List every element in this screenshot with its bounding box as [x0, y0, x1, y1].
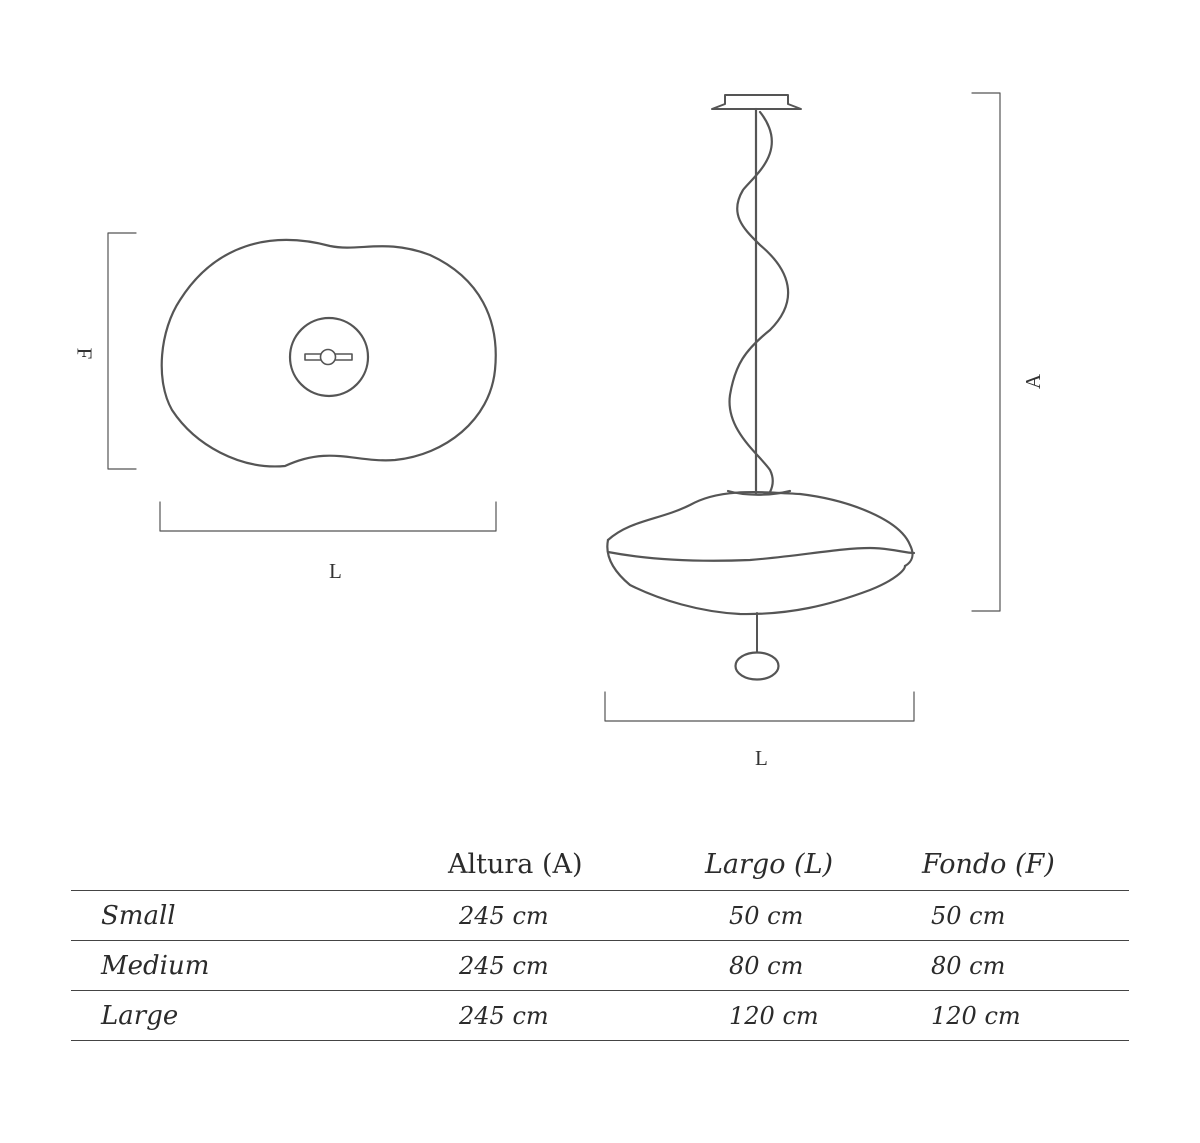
pull-weight [734, 651, 780, 681]
top-view-fixing-bar [304, 353, 353, 361]
size-table-header: Altura (A) Largo (L) Fondo (F) [71, 838, 1129, 891]
side-view-shade-bottom [606, 538, 907, 616]
row-altura: 245 cm [459, 951, 549, 980]
size-table: Altura (A) Largo (L) Fondo (F) Small 245… [71, 838, 1129, 1041]
height-label: A [1021, 373, 1046, 390]
header-fondo: Fondo (F) [922, 848, 1055, 880]
row-name: Large [101, 1000, 179, 1031]
top-view-fixing-knob [319, 348, 337, 366]
row-largo: 50 cm [729, 901, 804, 930]
header-largo: Largo (L) [705, 848, 834, 880]
top-view-shade-outline [160, 238, 497, 468]
row-largo: 120 cm [729, 1001, 819, 1030]
header-blank [71, 838, 447, 891]
row-fondo: 50 cm [931, 901, 1006, 930]
side-length-label: L [755, 746, 768, 770]
top-view-canopy [288, 316, 370, 398]
row-altura: 245 cm [459, 901, 549, 930]
row-altura: 245 cm [459, 1001, 549, 1030]
height-bracket [971, 92, 1001, 612]
row-fondo: 120 cm [931, 1001, 1021, 1030]
power-cable [728, 110, 790, 494]
row-name: Medium [101, 950, 210, 981]
side-view-shade-top [606, 491, 914, 568]
lamp-technical-drawing [107, 92, 1001, 722]
top-length-bracket [159, 501, 497, 532]
depth-bracket [107, 232, 137, 470]
side-view-canopy [711, 94, 802, 110]
side-length-bracket [604, 691, 915, 722]
row-name: Small [101, 900, 176, 931]
row-largo: 80 cm [729, 951, 804, 980]
side-view-shade-middle [606, 546, 916, 562]
top-length-label: L [329, 559, 342, 583]
table-row: Small 245 cm 50 cm 50 cm [71, 891, 1129, 941]
table-row: Medium 245 cm 80 cm 80 cm [71, 941, 1129, 991]
row-fondo: 80 cm [931, 951, 1006, 980]
header-altura: Altura (A) [448, 848, 583, 880]
table-row: Large 245 cm 120 cm 120 cm [71, 991, 1129, 1041]
depth-label: F [72, 347, 97, 360]
side-view-shade-opening [726, 489, 792, 496]
